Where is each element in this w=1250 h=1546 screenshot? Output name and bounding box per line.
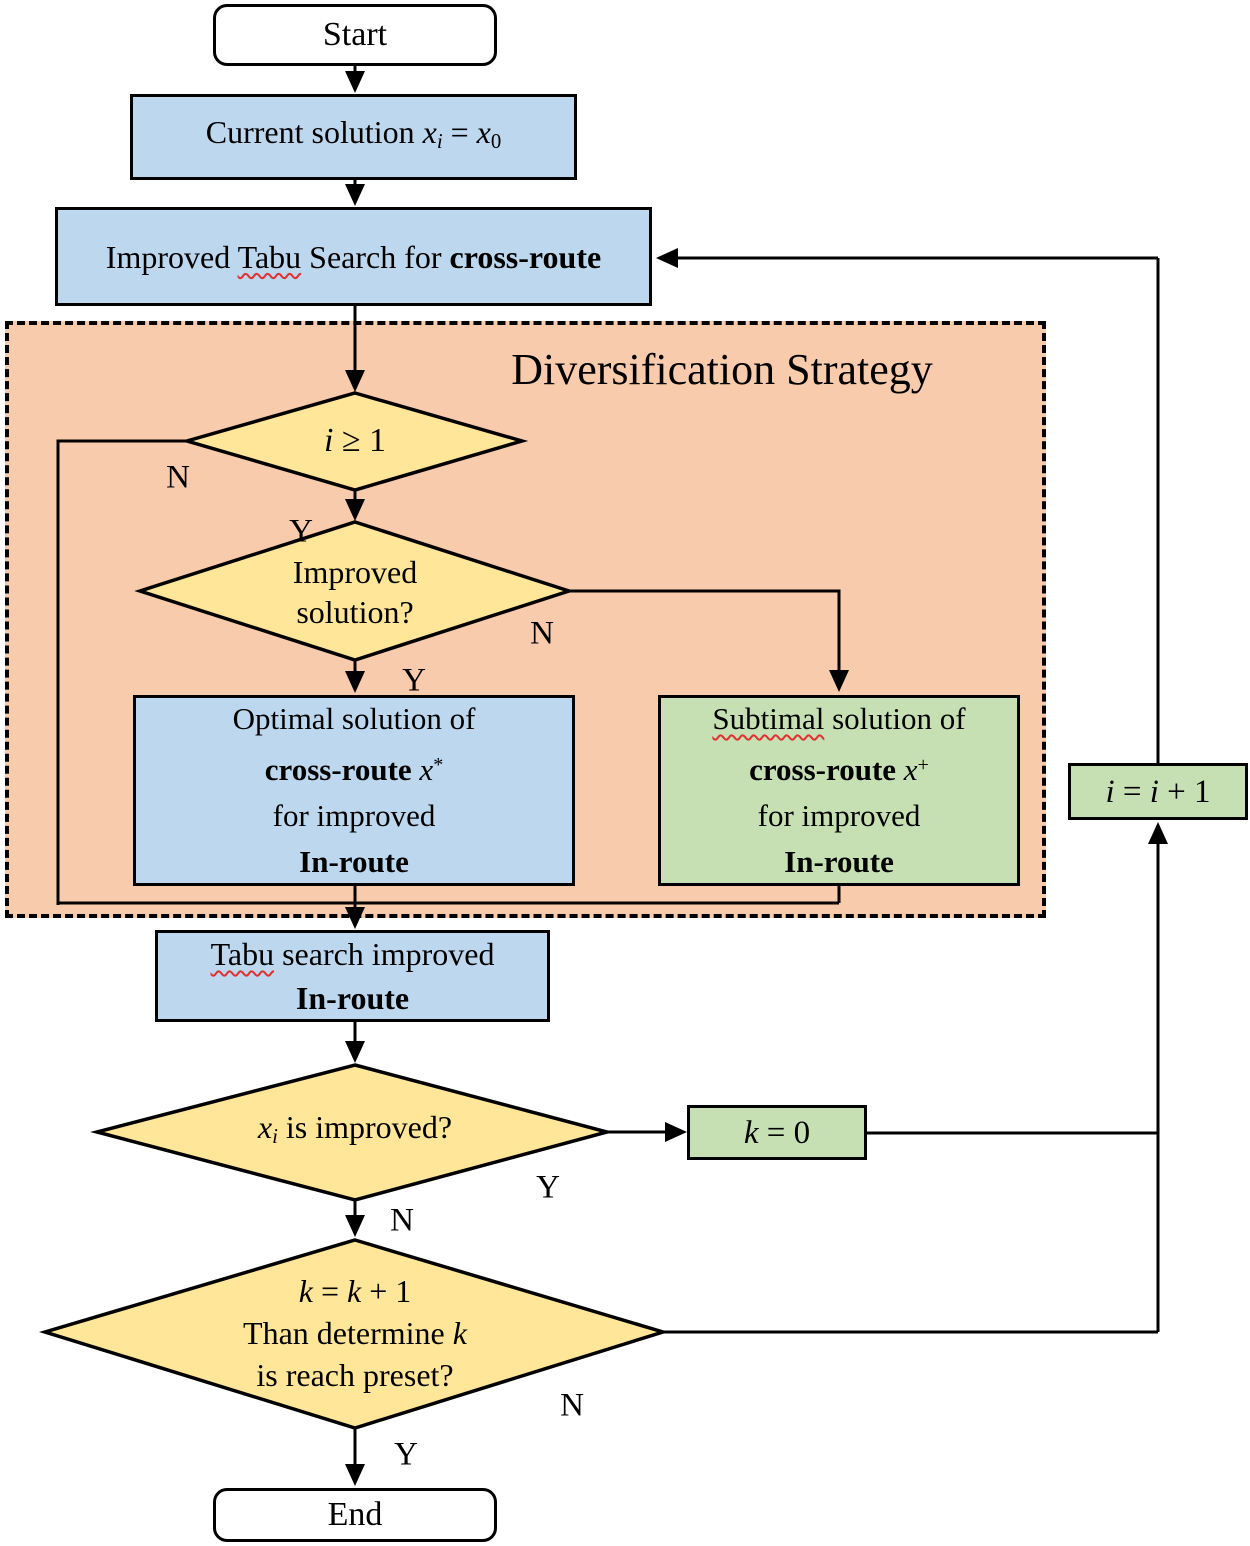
decision-xi-label: xi is improved?	[257, 1108, 453, 1149]
arrowhead-into-iincrement	[1148, 822, 1168, 844]
connector-decision-improved-no	[569, 589, 841, 689]
arrowhead-into-tabuin	[345, 907, 365, 929]
decision-i-no-label: N	[166, 459, 190, 496]
diversification-region-title: Diversification Strategy	[511, 345, 933, 394]
decision-improved-diamond	[134, 520, 575, 662]
decision-improved-yes-label: Y	[402, 662, 426, 699]
tabu-search-improved-node: Tabu search improved In-route	[155, 930, 550, 1022]
decision-xi-yes-label: Y	[536, 1169, 560, 1206]
improved-tabu-search-node: Improved Tabu Search for cross-route	[55, 207, 652, 306]
current-solution-node: Current solution xi = x0	[130, 94, 577, 180]
arrowhead-into-tabucross	[345, 184, 365, 206]
subtimal-solution-node: Subtimal solution of cross-route x+ for …	[658, 695, 1020, 886]
decision-i-yes-label: Y	[289, 513, 313, 550]
arrowhead-into-subtimal	[829, 670, 849, 692]
arrowhead-into-decision-xi	[345, 1041, 365, 1063]
end-node: End	[213, 1488, 497, 1542]
arrowhead-into-decision-improved	[345, 499, 365, 521]
arrowhead-loop-into-tabucross	[656, 248, 678, 268]
start-node: Start	[213, 4, 497, 66]
arrowhead-into-kzero	[665, 1122, 687, 1142]
decision-i-diamond	[180, 391, 529, 492]
arrowhead-into-current	[345, 71, 365, 93]
decision-xi-no-label: N	[390, 1202, 414, 1239]
arrowhead-into-decision-i	[345, 370, 365, 392]
optimal-solution-node: Optimal solution of cross-route x* for i…	[133, 695, 575, 886]
arrowhead-into-end	[345, 1464, 365, 1486]
decision-xi-diamond	[90, 1063, 614, 1202]
decision-k-label: k = k + 1 Than determine k is reach pres…	[243, 1273, 467, 1393]
decision-i-label: i ≥ 1	[323, 422, 387, 459]
k-zero-node: k = 0	[687, 1105, 867, 1160]
i-increment-node: i = i + 1	[1068, 763, 1248, 820]
decision-improved-label: Improved solution?	[292, 554, 418, 630]
decision-k-yes-label: Y	[394, 1436, 418, 1473]
decision-k-no-label: N	[560, 1387, 584, 1424]
arrowhead-into-decision-k	[345, 1215, 365, 1237]
decision-k-diamond	[38, 1238, 669, 1430]
connector-decision-i-no-loop	[56, 439, 187, 905]
decision-improved-no-label: N	[530, 615, 554, 652]
arrowhead-into-optimal	[345, 671, 365, 693]
